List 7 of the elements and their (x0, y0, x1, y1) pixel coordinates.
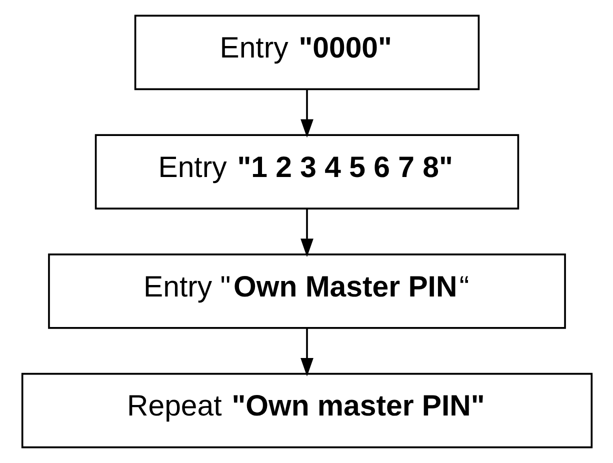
node-box: Entry "Own Master PIN“ (48, 254, 566, 329)
arrow (300, 90, 313, 138)
arrow (300, 328, 313, 376)
node-box: Repeat "Own master PIN" (20, 372, 592, 448)
node-box: Entry "0000" (134, 14, 480, 90)
node-box: Entry "1 2 3 4 5 6 7 8" (94, 134, 519, 210)
arrow (300, 208, 313, 257)
